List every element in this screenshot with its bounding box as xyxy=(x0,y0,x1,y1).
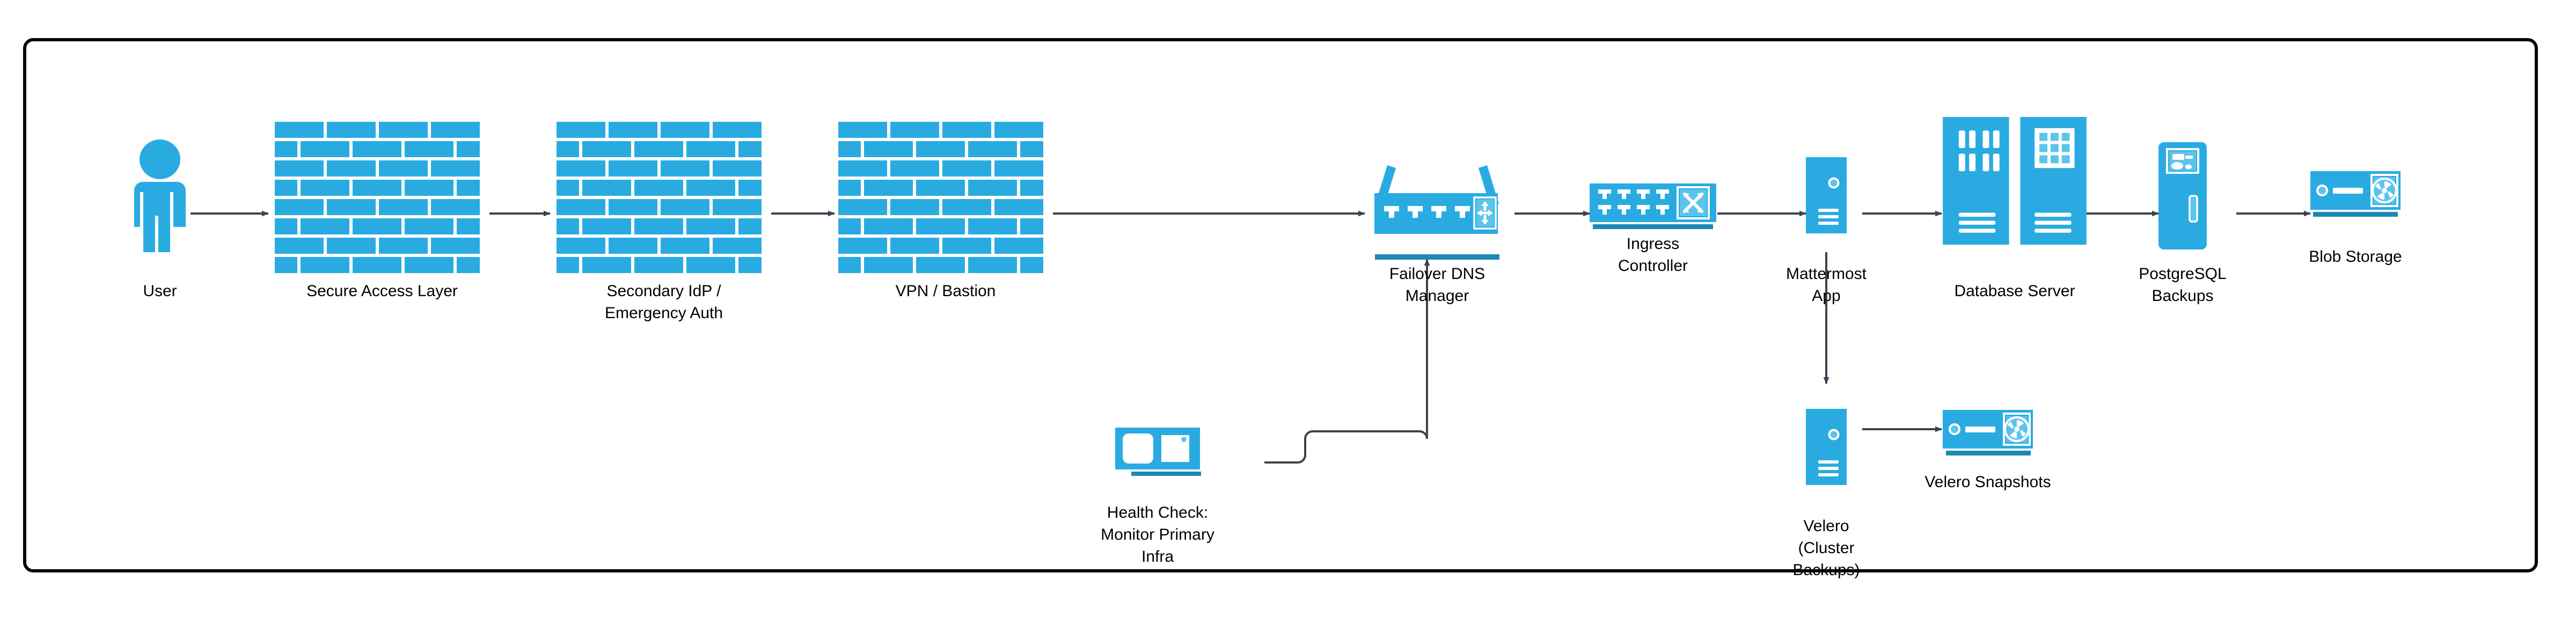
node-mattermost-app[interactable] xyxy=(1806,157,1847,233)
firewall-brick-icon xyxy=(557,122,762,273)
node-label-blob-storage: Blob Storage xyxy=(2309,248,2402,266)
edge-layer xyxy=(191,210,2311,464)
user-actor-icon xyxy=(134,139,186,252)
node-label-velero: Velero (Cluster Backups) xyxy=(1792,517,1860,579)
node-underline xyxy=(1375,254,1499,260)
node-label-user: User xyxy=(143,282,177,300)
edge-health-check-to-failover-dns xyxy=(1264,259,1430,464)
node-velero-snapshots[interactable] xyxy=(1943,410,2033,455)
node-blob-storage[interactable] xyxy=(2310,171,2401,217)
node-velero[interactable] xyxy=(1806,409,1847,485)
node-label-ingress-controller: Ingress Controller xyxy=(1618,235,1688,275)
node-label-velero-snapshots: Velero Snapshots xyxy=(1924,473,2051,491)
node-underline xyxy=(1131,472,1201,476)
node-failover-dns-manager[interactable] xyxy=(1374,165,1499,260)
database-rack-icon xyxy=(1943,117,2087,245)
node-label-database-server: Database Server xyxy=(1954,282,2075,300)
diagram-boundary xyxy=(23,38,2538,572)
monitor-screen-icon xyxy=(1115,428,1200,469)
server-tower-icon xyxy=(1806,157,1847,233)
node-secure-access-layer[interactable] xyxy=(275,122,480,273)
firewall-brick-icon xyxy=(838,122,1043,273)
node-label-mattermost-app: Mattermost App xyxy=(1785,265,1867,305)
backup-tower-icon xyxy=(2158,142,2207,249)
node-label-secure-access-layer: Secure Access Layer xyxy=(306,282,458,300)
node-health-check[interactable] xyxy=(1115,428,1201,476)
node-vpn-bastion[interactable] xyxy=(838,122,1043,273)
node-label-postgresql-backups: PostgreSQL Backups xyxy=(2139,265,2227,305)
firewall-brick-icon xyxy=(275,122,480,273)
server-tower-icon xyxy=(1806,409,1847,485)
node-secondary-idp[interactable] xyxy=(557,122,762,273)
node-underline xyxy=(2313,212,2398,217)
node-label-health-check: Health Check: Monitor Primary Infra xyxy=(1101,504,1214,565)
node-underline xyxy=(1946,451,2031,455)
node-postgresql-backups[interactable] xyxy=(2158,142,2207,249)
node-database-server[interactable] xyxy=(1943,117,2087,245)
network-switch-icon xyxy=(1590,183,1716,222)
node-ingress-controller[interactable] xyxy=(1590,183,1716,229)
disk-storage-icon xyxy=(1943,410,2033,449)
disk-storage-icon xyxy=(2310,171,2401,210)
wireless-router-icon xyxy=(1374,165,1499,234)
node-label-failover-dns-manager: Failover DNS Manager xyxy=(1389,265,1485,305)
node-user[interactable] xyxy=(134,139,186,252)
node-underline xyxy=(1593,224,1713,229)
node-label-secondary-idp: Secondary IdP / Emergency Auth xyxy=(604,282,723,322)
node-label-vpn-bastion: VPN / Bastion xyxy=(895,282,996,300)
